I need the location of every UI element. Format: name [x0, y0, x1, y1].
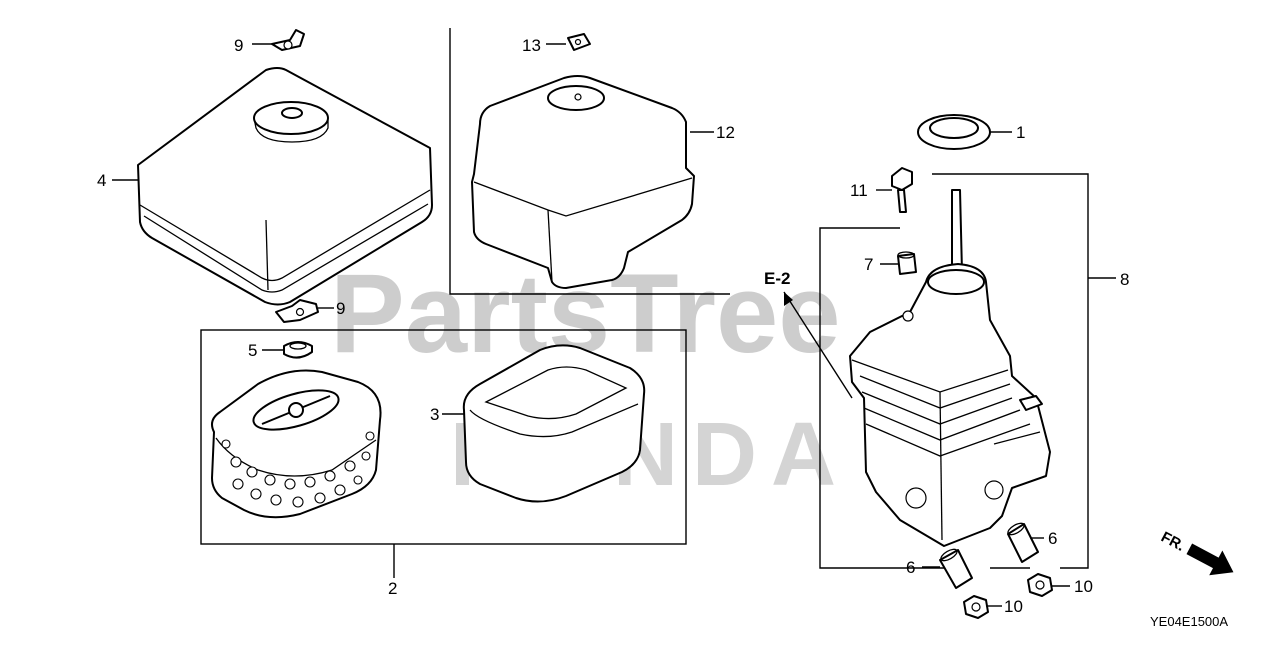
callout-7: 7: [864, 255, 873, 274]
leader-lines: [112, 28, 1116, 607]
paper-filter-element-part: [211, 369, 382, 519]
callout-8: 8: [1120, 270, 1129, 289]
callout-6-right: 6: [1048, 529, 1057, 548]
diagram-code: YE04E1500A: [1150, 614, 1228, 629]
foam-element-part: [462, 344, 646, 503]
callout-9-top: 9: [234, 36, 243, 55]
callout-12: 12: [716, 123, 735, 142]
filter-holes: [221, 431, 375, 508]
tube-part-left: [939, 548, 973, 589]
front-label: FR.: [1158, 529, 1187, 555]
callout-9-bottom: 9: [336, 299, 345, 318]
tube-part-right: [1007, 522, 1039, 563]
callout-11: 11: [850, 181, 868, 200]
bolt-part: [891, 167, 913, 213]
air-cleaner-case-part: [849, 189, 1051, 547]
callout-5: 5: [248, 341, 257, 360]
front-direction-indicator: FR.: [1158, 529, 1234, 576]
flange-nut-part-lower: [963, 595, 989, 619]
wing-nut-part-top: [271, 29, 305, 51]
callout-13: 13: [522, 36, 541, 55]
air-cleaner-cover-part: [137, 67, 433, 306]
gasket-part: [917, 114, 991, 150]
callout-1: 1: [1016, 123, 1025, 142]
group-box-air-cleaner-case: [819, 173, 1089, 569]
group-box-filter-elements: [200, 329, 687, 545]
grommet-part: [283, 341, 313, 359]
callout-10-right: 10: [1074, 577, 1093, 596]
callout-10-bottom: 10: [1004, 597, 1023, 616]
reference-e2: E-2: [764, 269, 790, 288]
callout-2: 2: [388, 579, 397, 598]
callout-4: 4: [97, 171, 106, 190]
clip-part-13: [567, 33, 591, 51]
callout-6-left: 6: [906, 558, 915, 577]
callout-labels: 9 13 4 12 1 11 7 8 9 5 3 2 6 6 10 10 E-2: [97, 36, 1129, 616]
inner-cover-part: [471, 75, 695, 289]
front-arrow-icon: [1186, 543, 1234, 576]
wing-nut-part-bottom: [275, 299, 319, 323]
callout-3: 3: [430, 405, 439, 424]
flange-nut-part-upper: [1027, 573, 1053, 597]
collar-part: [897, 251, 917, 275]
